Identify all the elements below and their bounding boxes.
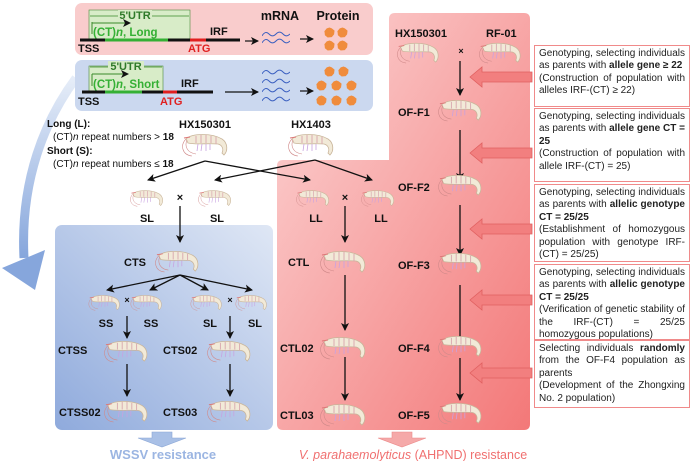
- parent-rf01-label: RF-01: [486, 28, 517, 40]
- parent-hx1403-label: HX1403: [291, 119, 331, 131]
- cross-symbol: ×: [177, 192, 183, 204]
- box-text: Selecting individuals: [539, 343, 640, 354]
- atg-label-short: ATG: [160, 96, 182, 108]
- protein-label: Protein: [316, 9, 359, 23]
- ahpnd-panel: [277, 13, 530, 430]
- node-sl: SL: [203, 318, 217, 330]
- box-note: (Verification of genetic stability of th…: [539, 304, 685, 341]
- parent-hx150301-label: HX150301: [395, 28, 447, 40]
- box-criterion: allelic genotype CT = 25/25: [539, 279, 685, 303]
- generation-of-f1: OF-F1: [398, 107, 430, 119]
- tss-label-long: TSS: [78, 43, 99, 55]
- tss-label-short: TSS: [78, 96, 99, 108]
- legend-short-title: Short (S):: [47, 146, 93, 157]
- node-ss: SS: [99, 318, 114, 330]
- box-note: (Construction of population with allele …: [539, 148, 685, 172]
- generation-of-f5: OF-F5: [398, 410, 430, 422]
- node-cts: CTS: [124, 257, 146, 269]
- node-ss: SS: [144, 318, 159, 330]
- box-criterion: allele gene ≥ 22: [609, 60, 683, 72]
- tss-arrow-long: [91, 22, 130, 34]
- ct-label-long: (CT)n, Long: [93, 27, 158, 39]
- node-ctl: CTL: [288, 257, 310, 269]
- left-block-arrow-icon: [469, 218, 533, 240]
- box-note: (Establishment of homozygous population …: [539, 224, 685, 261]
- shrimp-icon: [130, 190, 164, 207]
- node-sl: SL: [210, 213, 224, 225]
- box-text: Genotyping, selecting individuals as par…: [539, 187, 685, 211]
- wssv-down-arrow-icon: [137, 431, 187, 448]
- selection-box-f5: Selecting individuals randomly from the …: [534, 340, 690, 408]
- legend-short-text: (CT)n repeat numbers ≤ 18: [53, 159, 174, 170]
- selection-box-f2: Genotyping, selecting individuals as par…: [534, 108, 690, 182]
- box-text: from the OF-F4 population as parents: [539, 355, 685, 379]
- box-text: Genotyping, selecting individuals as par…: [539, 111, 685, 135]
- atg-label-long: ATG: [188, 43, 210, 55]
- cross-symbol: ×: [458, 46, 463, 56]
- ct-label-short: (CT)n, Short: [93, 79, 160, 91]
- utr-label-long: 5'UTR: [119, 10, 150, 22]
- utr-label-short: 5'UTR: [110, 61, 141, 73]
- curved-flow-arrowhead: [2, 250, 45, 290]
- generation-of-f3: OF-F3: [398, 260, 430, 272]
- node-ctl02: CTL02: [280, 343, 314, 355]
- irf-label-long: IRF: [210, 26, 228, 38]
- left-block-arrow-icon: [469, 66, 533, 88]
- vp-down-arrow-icon: [377, 431, 427, 448]
- cross-symbol: ×: [124, 295, 129, 305]
- box-note: (Development of the Zhongxing No. 2 popu…: [539, 380, 685, 404]
- box-text: Genotyping, selecting individuals as par…: [539, 267, 685, 291]
- cross-symbol: ×: [227, 295, 232, 305]
- left-block-arrow-icon: [469, 142, 533, 164]
- shrimp-icon: [182, 134, 228, 157]
- box-criterion: allelic genotype CT = 25/25: [539, 199, 685, 223]
- box-text: Genotyping, selecting individuals as par…: [539, 48, 685, 72]
- vp-resistance-label: V. parahaemolyticus (AHPND) resistance: [299, 448, 527, 461]
- node-ll: LL: [309, 213, 323, 225]
- node-ll: LL: [374, 213, 388, 225]
- box-criterion: allele gene CT = 25: [539, 123, 685, 147]
- cross-symbol: ×: [342, 192, 348, 204]
- left-block-arrow-icon: [469, 362, 533, 384]
- node-sl: SL: [248, 318, 262, 330]
- selection-box-f1: Genotyping, selecting individuals as par…: [534, 45, 690, 107]
- node-sl: SL: [140, 213, 154, 225]
- generation-of-f4: OF-F4: [398, 343, 431, 355]
- mrna-label: mRNA: [261, 9, 299, 23]
- shrimp-icon: [288, 134, 334, 157]
- node-ctss02: CTSS02: [59, 407, 101, 419]
- node-cts03: CTS03: [163, 407, 197, 419]
- legend-long-text: (CT)n repeat numbers > 18: [53, 132, 174, 143]
- wssv-panel: [55, 225, 273, 430]
- legend-long-title: Long (L):: [47, 119, 90, 130]
- left-block-arrow-icon: [469, 289, 533, 311]
- node-ctl03: CTL03: [280, 410, 314, 422]
- node-ctss: CTSS: [58, 345, 87, 357]
- selection-box-f4: Genotyping, selecting individuals as par…: [534, 264, 690, 340]
- box-note: (Construction of population with alleles…: [539, 72, 685, 97]
- generation-of-f2: OF-F2: [398, 182, 430, 194]
- parent-hx150301-label: HX150301: [179, 119, 231, 131]
- curved-flow-arrow: [19, 75, 80, 259]
- box-criterion: randomly: [639, 343, 685, 354]
- selection-arrows: [469, 66, 533, 384]
- shrimp-icon: [198, 190, 232, 207]
- wssv-resistance-label: WSSV resistance: [110, 447, 216, 461]
- node-cts02: CTS02: [163, 345, 197, 357]
- selection-box-f3: Genotyping, selecting individuals as par…: [534, 184, 690, 262]
- tss-arrow-short: [91, 74, 128, 86]
- irf-label-short: IRF: [181, 78, 199, 90]
